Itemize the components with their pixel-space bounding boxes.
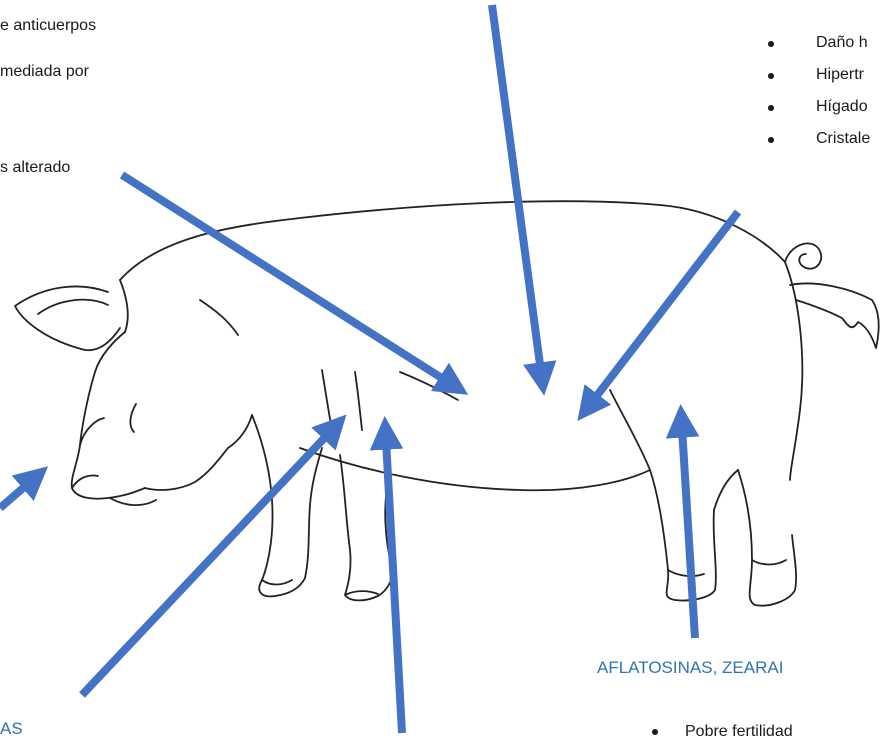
bottom-right-heading: AFLATOSINAS, ZEARAI: [597, 658, 784, 677]
bottom-bullet-text: Pobre fertilidad: [685, 723, 793, 740]
arrow-bottom-center: [369, 416, 406, 734]
arrow-left-edge: [0, 466, 49, 512]
bullet-dot: [768, 41, 774, 47]
bullet-dot: [768, 73, 774, 79]
bullet-dot: [652, 729, 658, 735]
mid-left-text: s alterado: [0, 159, 71, 176]
bottom-left-heading: AS: [0, 719, 23, 738]
arrows: [0, 4, 742, 734]
arrow-mid-left: [119, 171, 469, 395]
arrow-top-right: [577, 209, 742, 422]
top-left-text-1: e anticuerpos: [0, 17, 97, 34]
top-left-text-2: mediada por: [0, 63, 89, 80]
bullet-dot: [768, 137, 774, 143]
arrow-bottom-left: [79, 414, 347, 698]
bullet-dot: [768, 105, 774, 111]
pig-outline: [14, 200, 880, 607]
arrow-top-center: [488, 4, 557, 396]
arrow-bottom-right: [665, 404, 700, 639]
